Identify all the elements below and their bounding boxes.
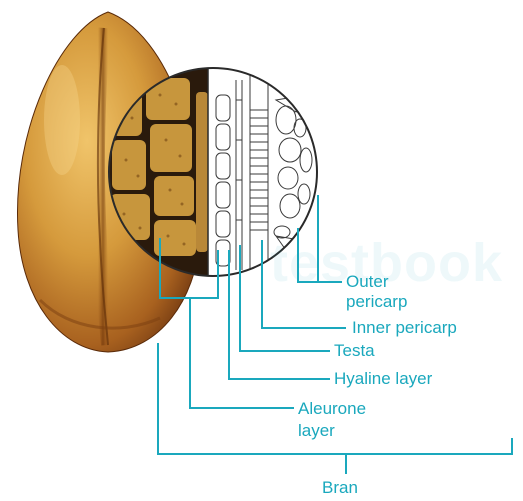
label-inner-pericarp: Inner pericarp bbox=[352, 318, 457, 338]
label-outer-pericarp-1: Outer bbox=[346, 272, 389, 292]
label-aleurone-2: layer bbox=[298, 421, 335, 441]
label-aleurone-1: Aleurone bbox=[298, 399, 366, 419]
label-outer-pericarp-2: pericarp bbox=[346, 292, 407, 312]
label-bran: Bran bbox=[322, 478, 358, 498]
aleurone-leader bbox=[190, 298, 294, 408]
label-testa: Testa bbox=[334, 341, 375, 361]
label-hyaline-layer: Hyaline layer bbox=[334, 369, 432, 389]
